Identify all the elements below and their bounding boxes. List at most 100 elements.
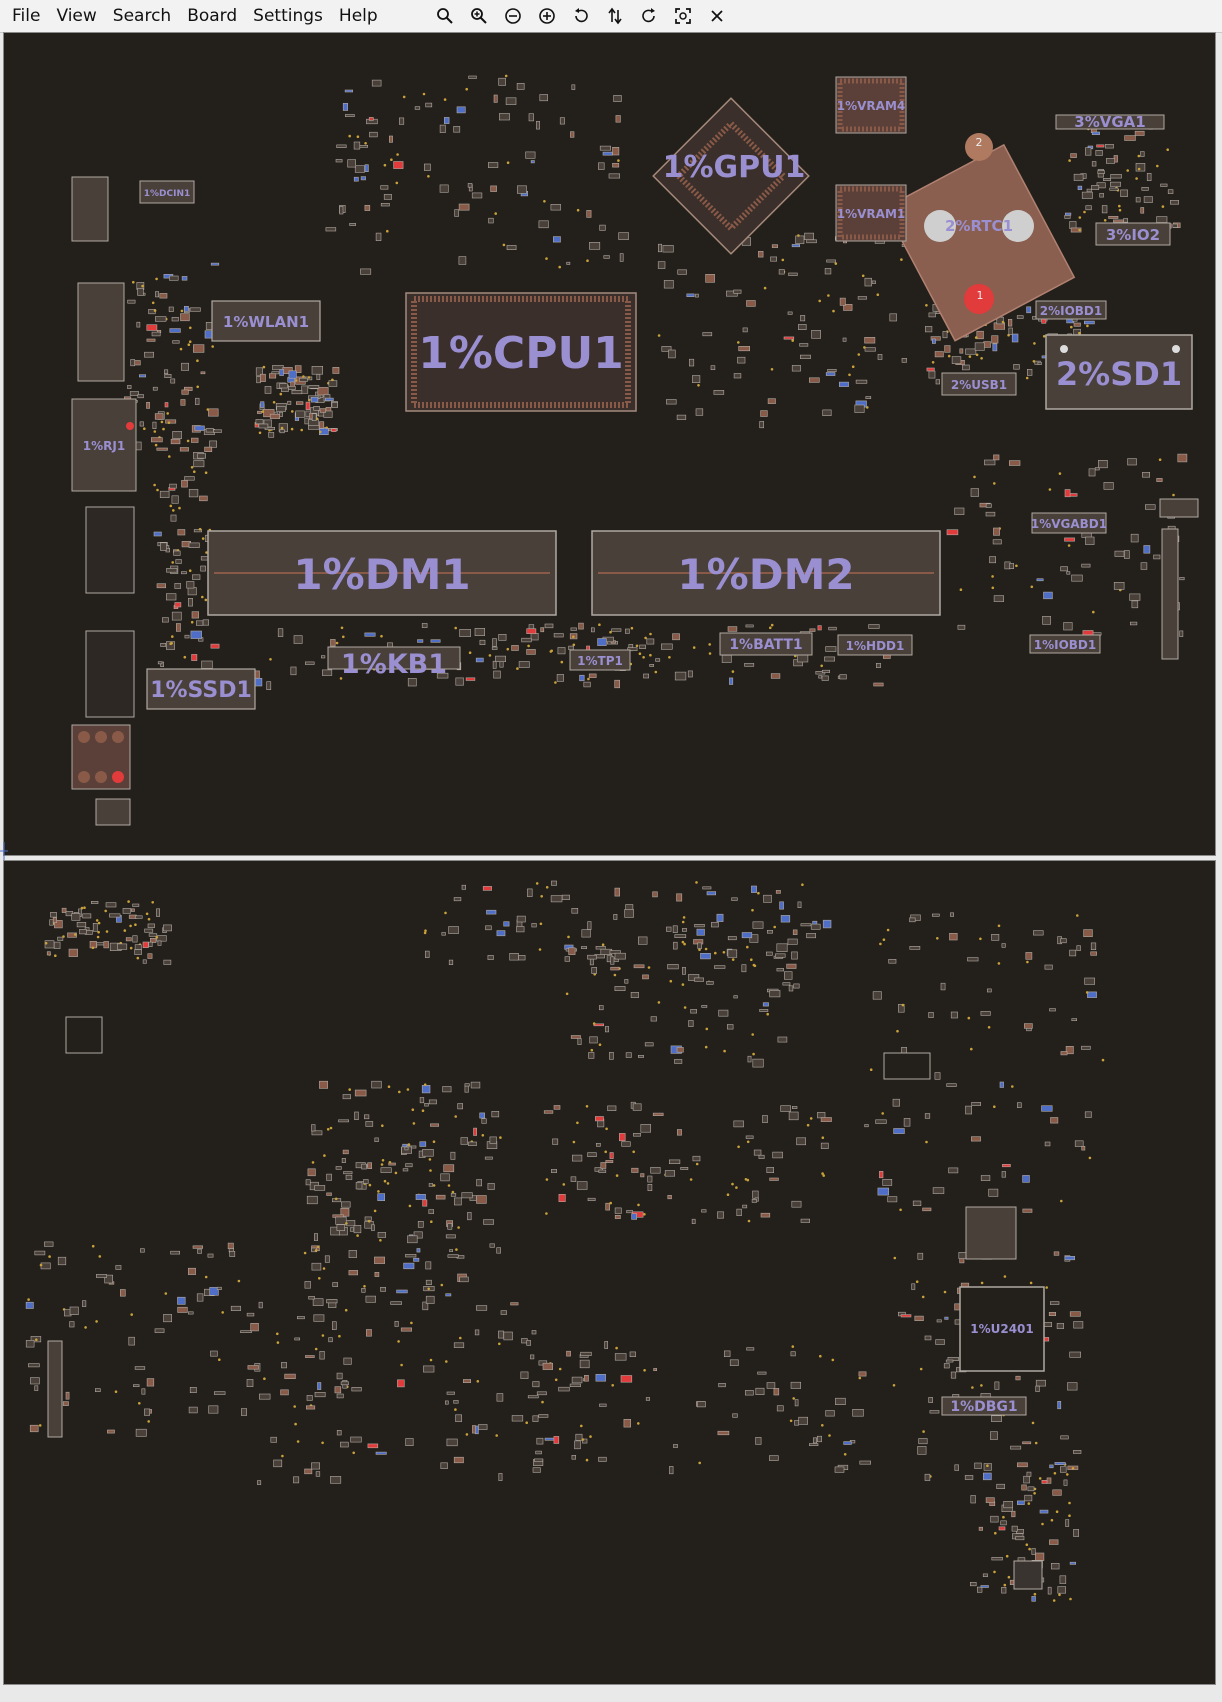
vram4-component[interactable]: 1%VRAM4 [835, 76, 907, 134]
smd-part [503, 921, 510, 927]
smd-part [71, 913, 81, 921]
vgabd1-component[interactable]: 1%VGABD1 [1031, 512, 1107, 534]
rtc1-label: 2%RTC1 [945, 217, 1013, 235]
board-canvas-top[interactable]: 1%CPU1 1%GPU1 1%DM1 1%DM2 2%SD1 [4, 33, 1215, 855]
smd-part [751, 885, 757, 893]
pane-splitter-handle[interactable] [0, 840, 8, 862]
smd-part [500, 1310, 507, 1315]
zoom-plus-button[interactable] [534, 3, 560, 29]
smd-part [1143, 545, 1151, 554]
rotate-right-button[interactable] [636, 3, 662, 29]
smd-part [439, 184, 449, 193]
smd-part [446, 1438, 458, 1447]
wlan1-component[interactable]: 1%WLAN1 [211, 300, 321, 342]
menu-settings[interactable]: Settings [253, 6, 323, 26]
menu-file[interactable]: File [12, 6, 41, 26]
smd-part [325, 227, 337, 232]
ssd1-component[interactable]: 1%SSD1 [146, 668, 256, 710]
smd-part [672, 633, 680, 641]
smd-part [142, 941, 149, 948]
kb1-component[interactable]: 1%KB1 [327, 646, 461, 680]
smd-part [974, 342, 985, 351]
smd-part [316, 373, 321, 380]
smd-part [1039, 1509, 1049, 1514]
smd-part [1035, 1552, 1045, 1561]
dm1-slot[interactable]: 1%DM1 [207, 530, 557, 616]
smd-part [134, 923, 137, 926]
smd-part [353, 141, 361, 150]
batt1-component[interactable]: 1%BATT1 [719, 632, 813, 656]
smd-part [46, 951, 51, 956]
gpu1-component[interactable]: 1%GPU1 [652, 97, 810, 255]
board-view-top[interactable]: 1%CPU1 1%GPU1 1%DM1 1%DM2 2%SD1 [3, 32, 1216, 856]
smd-part [545, 1178, 549, 1181]
dm2-slot[interactable]: 1%DM2 [591, 530, 941, 616]
io2-component[interactable]: 3%IO2 [1095, 222, 1171, 246]
smd-part [686, 293, 695, 297]
smd-part [922, 1430, 925, 1433]
rtc1-component[interactable]: 2 1 2%RTC1 [883, 133, 1076, 342]
smd-part [1060, 566, 1068, 572]
smd-part [973, 475, 976, 479]
smd-part [487, 1183, 495, 1190]
menu-board[interactable]: Board [187, 6, 238, 26]
smd-part [692, 375, 701, 383]
smd-part [928, 370, 936, 379]
zoom-out-button[interactable] [500, 3, 526, 29]
vga1-component[interactable]: 3%VGA1 [1055, 113, 1165, 131]
zoom-in-button[interactable] [432, 3, 458, 29]
board-view-bottom[interactable]: 1%U2401 1%DBG1 [3, 860, 1216, 1685]
smd-part [277, 628, 284, 637]
fit-to-screen-button[interactable] [670, 3, 696, 29]
smd-part [105, 902, 117, 908]
smd-part [991, 1556, 1003, 1561]
u2401-component[interactable]: 1%U2401 [959, 1286, 1045, 1372]
zoom-magnify-button[interactable] [466, 3, 492, 29]
smd-part [205, 551, 208, 554]
smd-part [103, 941, 109, 949]
sd1-component[interactable]: 2%SD1 [1045, 334, 1193, 410]
cpu1-component[interactable]: 1%CPU1 [405, 292, 637, 412]
smd-part [157, 940, 162, 946]
smd-part [747, 1219, 751, 1223]
smd-part [132, 903, 140, 907]
menu-search[interactable]: Search [112, 6, 172, 26]
flip-button[interactable] [602, 3, 628, 29]
rotate-left-button[interactable] [568, 3, 594, 29]
smd-part [762, 1115, 768, 1123]
smd-part [571, 1454, 577, 1460]
smd-part [550, 895, 563, 903]
smd-part [704, 947, 708, 951]
iobd1-top-component[interactable]: 2%IOBD1 [1035, 300, 1107, 320]
smd-part [132, 935, 138, 943]
smd-part [443, 1164, 455, 1173]
smd-part [542, 1362, 553, 1370]
menu-help[interactable]: Help [338, 6, 378, 26]
vram1-component[interactable]: 1%VRAM1 [835, 184, 907, 242]
smd-part [1069, 1311, 1081, 1317]
smd-part [683, 942, 686, 946]
rj1-component[interactable]: 1%RJ1 [71, 398, 137, 492]
smd-part [498, 77, 506, 86]
smd-part [450, 1193, 457, 1197]
smd-part [733, 289, 742, 294]
usb1-component[interactable]: 2%USB1 [941, 372, 1017, 396]
menu-view[interactable]: View [56, 6, 97, 26]
smd-part [727, 936, 737, 941]
dbg1-component[interactable]: 1%DBG1 [941, 1396, 1027, 1416]
smd-part [440, 1283, 444, 1287]
dbg1-label: 1%DBG1 [950, 1399, 1017, 1415]
close-button[interactable] [704, 3, 730, 29]
smd-part [423, 163, 431, 171]
tp1-component[interactable]: 1%TP1 [569, 649, 631, 671]
hdd1-component[interactable]: 1%HDD1 [837, 634, 913, 656]
board-canvas-bottom[interactable]: 1%U2401 1%DBG1 [4, 861, 1215, 1684]
smd-part [423, 931, 427, 935]
iobd1-component[interactable]: 1%IOBD1 [1029, 634, 1101, 654]
smd-part [136, 321, 141, 328]
smd-part [1123, 218, 1128, 223]
smd-part [305, 401, 311, 411]
smd-part [133, 1384, 140, 1387]
dcin1-component[interactable]: 1%DCIN1 [71, 176, 195, 242]
smd-part [763, 894, 772, 903]
